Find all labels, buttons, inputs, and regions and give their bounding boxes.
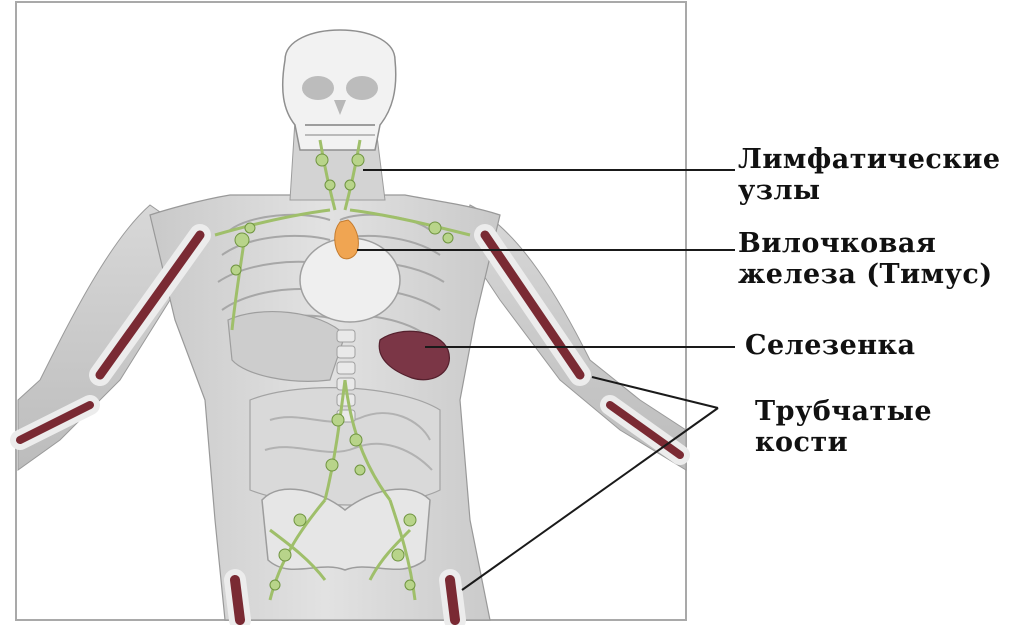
label-spleen: Селезенка [745,330,916,361]
label-tubular-bones: Трубчатые кости [755,396,932,458]
label-thymus-line2: железа (Тимус) [738,259,993,290]
skull [283,30,396,150]
label-lymph-nodes-line1: Лимфатические [738,144,1001,175]
label-spleen-line1: Селезенка [745,330,916,361]
label-tubular-bones-line2: кости [755,427,932,458]
label-tubular-bones-line1: Трубчатые [755,396,932,427]
label-lymph-nodes: Лимфатические узлы [738,144,1001,206]
label-thymus-line1: Вилочковая [738,228,993,259]
label-lymph-nodes-line2: узлы [738,175,1001,206]
label-thymus: Вилочковая железа (Тимус) [738,228,993,290]
